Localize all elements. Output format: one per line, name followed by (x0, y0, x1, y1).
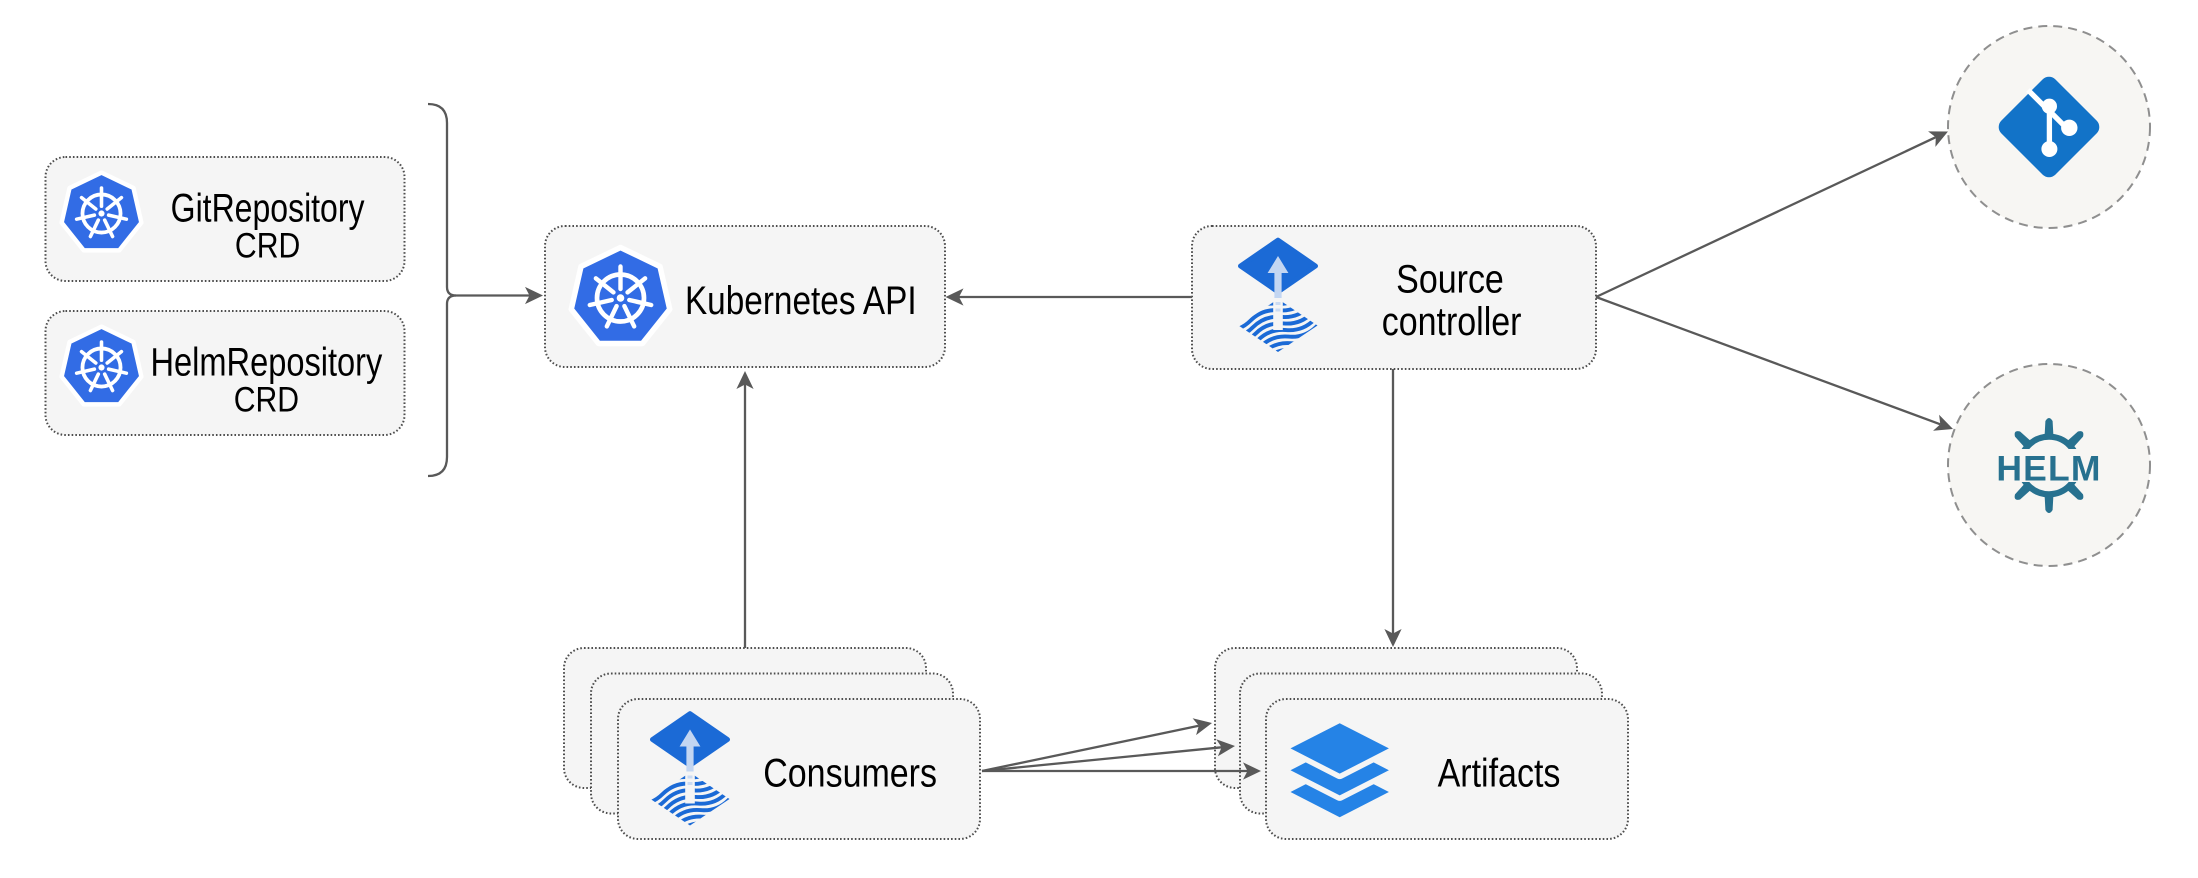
svg-text:Consumers: Consumers (763, 750, 937, 795)
svg-text:GitRepository: GitRepository (171, 185, 366, 230)
svg-text:Kubernetes API: Kubernetes API (685, 278, 917, 323)
svg-text:Artifacts: Artifacts (1438, 750, 1561, 795)
svg-text:HelmRepository: HelmRepository (151, 339, 383, 384)
svg-text:Source: Source (1396, 256, 1504, 301)
svg-text:CRD: CRD (234, 379, 299, 419)
svg-text:CRD: CRD (235, 225, 300, 265)
svg-text:controller: controller (1382, 298, 1522, 343)
